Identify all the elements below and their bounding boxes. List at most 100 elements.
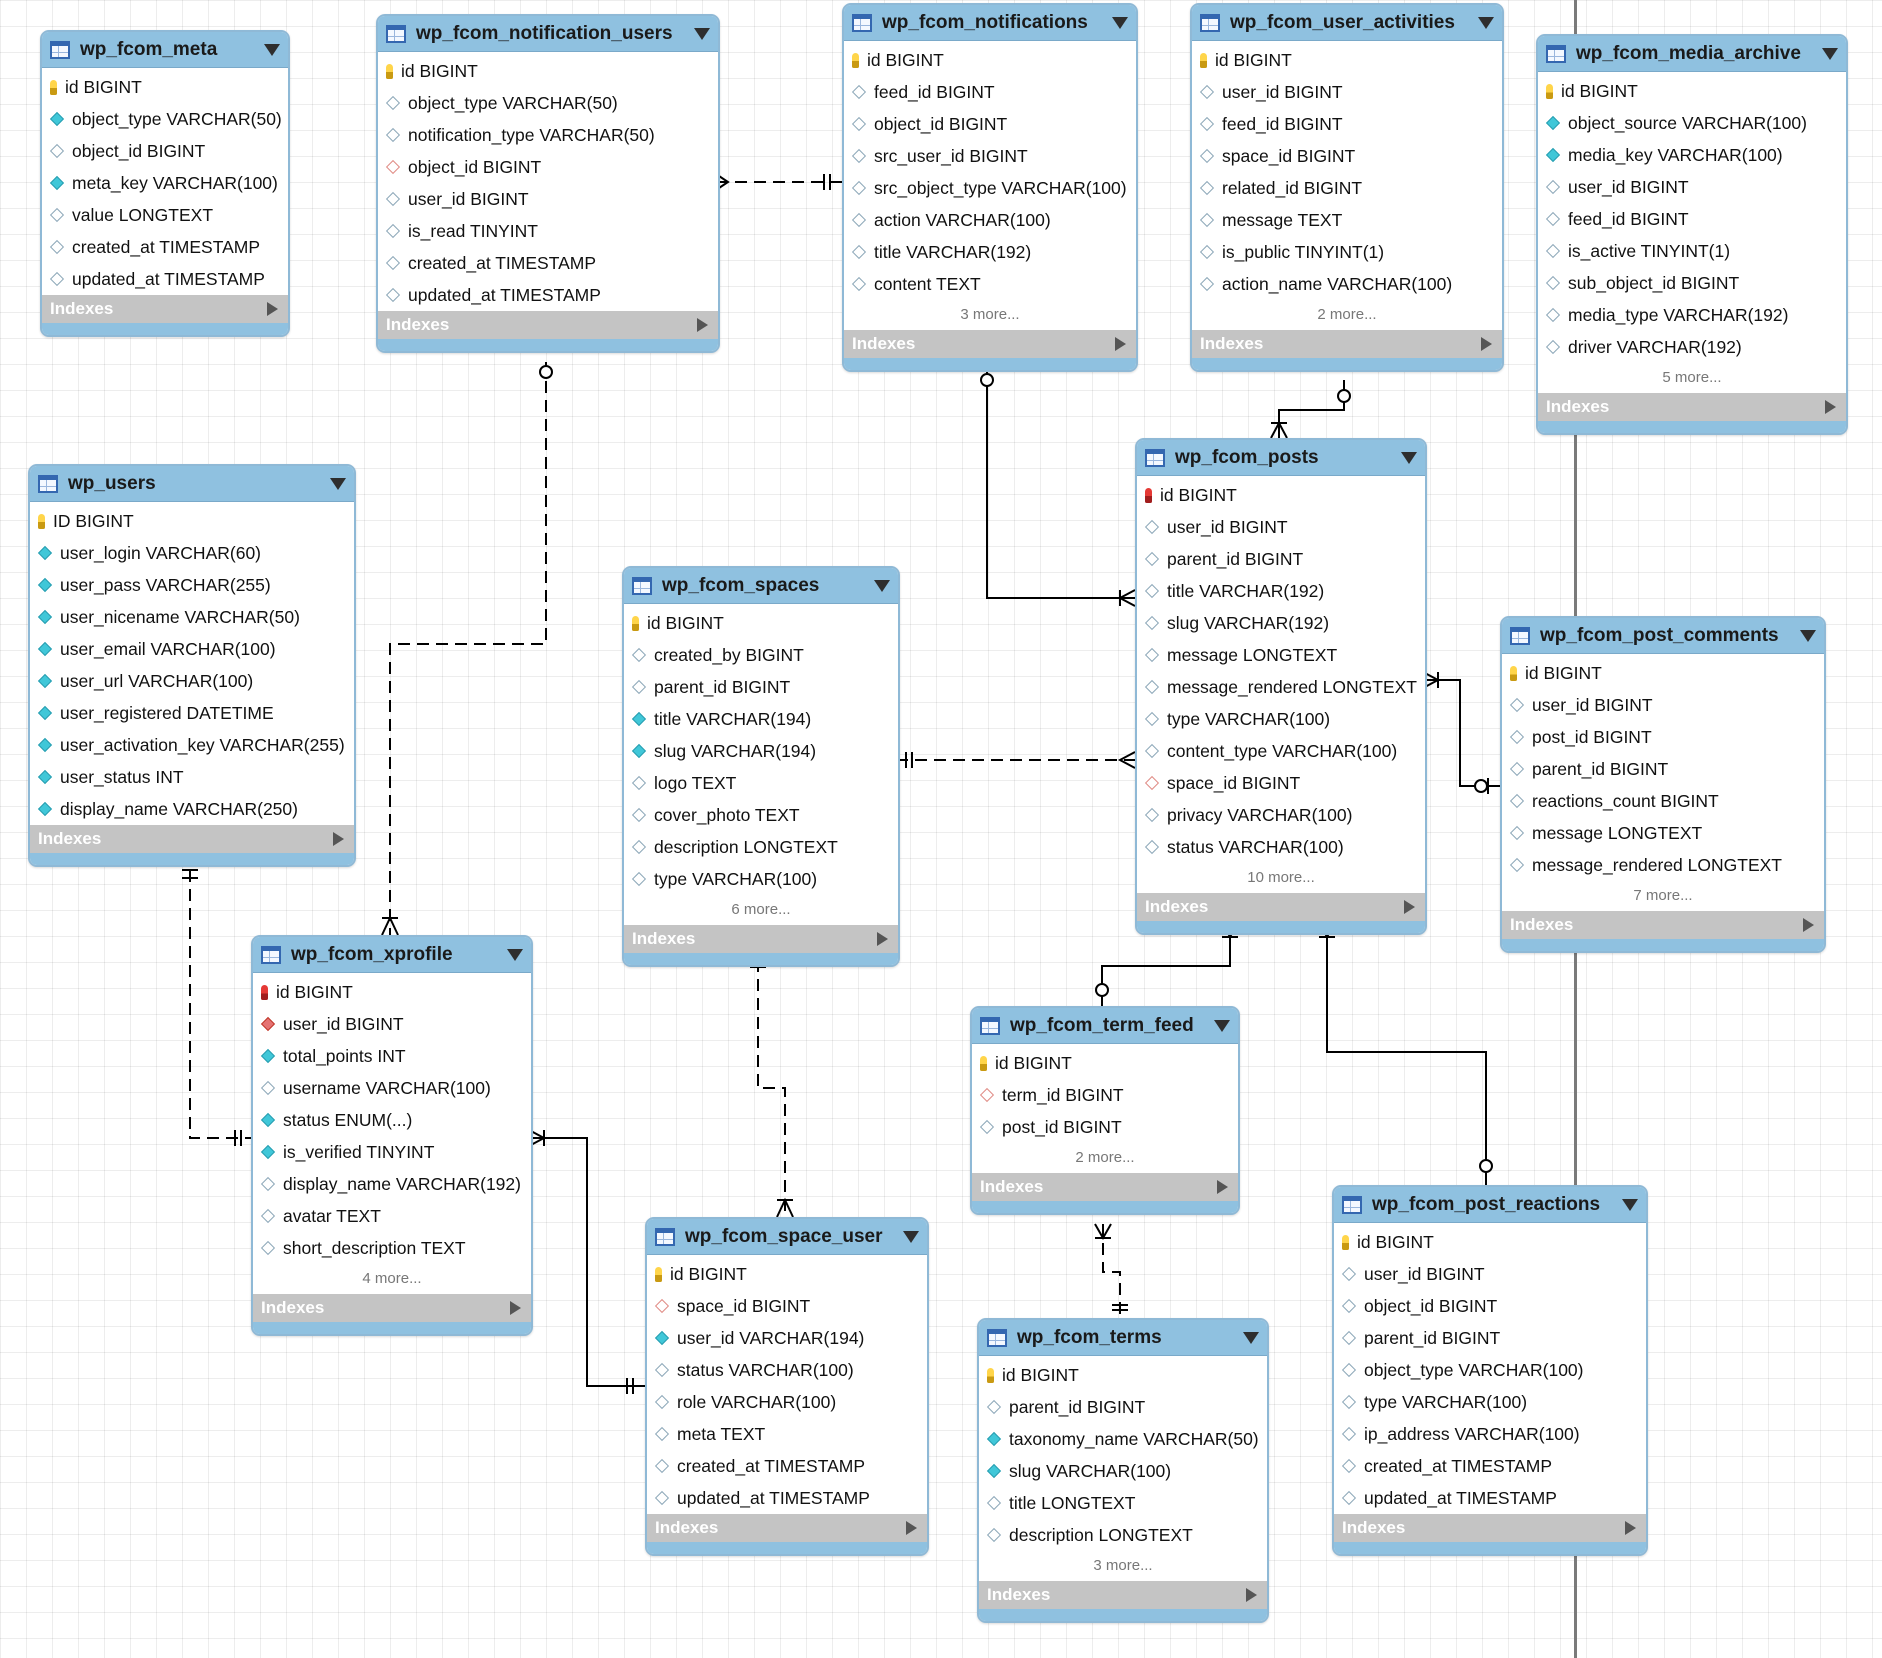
column-row[interactable]: user_registered DATETIME [30,697,354,729]
column-row[interactable]: parent_id BIGINT [1334,1322,1646,1354]
collapse-toggle-icon[interactable] [1800,629,1816,642]
table-header[interactable]: wp_users [30,466,354,502]
indexes-section[interactable]: Indexes [624,925,898,953]
more-columns-link[interactable]: 2 more... [1075,1149,1135,1166]
column-row[interactable]: is_public TINYINT(1) [1192,236,1502,268]
column-row[interactable]: logo TEXT [624,767,898,799]
column-row[interactable]: type VARCHAR(100) [1334,1386,1646,1418]
more-columns-link[interactable]: 5 more... [1662,369,1722,386]
collapse-toggle-icon[interactable] [1243,1331,1259,1344]
column-row[interactable]: total_points INT [253,1040,531,1072]
indexes-section[interactable]: Indexes [30,825,354,853]
column-row[interactable]: privacy VARCHAR(100) [1137,799,1425,831]
column-row[interactable]: object_id BIGINT [844,108,1136,140]
column-row[interactable]: type VARCHAR(100) [1137,703,1425,735]
collapse-toggle-icon[interactable] [1622,1198,1638,1211]
table-header[interactable]: wp_fcom_space_user [647,1219,927,1255]
column-row[interactable]: space_id BIGINT [647,1290,927,1322]
column-row[interactable]: user_id BIGINT [1137,511,1425,543]
column-row[interactable]: id BIGINT [1538,75,1846,107]
expand-arrow-icon[interactable] [333,832,344,846]
column-row[interactable]: type VARCHAR(100) [624,863,898,895]
column-row[interactable]: action_name VARCHAR(100) [1192,268,1502,300]
expand-arrow-icon[interactable] [267,302,278,316]
column-row[interactable]: user_id BIGINT [1502,689,1824,721]
indexes-section[interactable]: Indexes [1538,393,1846,421]
column-row[interactable]: user_nicename VARCHAR(50) [30,601,354,633]
column-row[interactable]: space_id BIGINT [1137,767,1425,799]
collapse-toggle-icon[interactable] [1822,47,1838,60]
indexes-section[interactable]: Indexes [647,1514,927,1542]
column-row[interactable]: status VARCHAR(100) [647,1354,927,1386]
indexes-section[interactable]: Indexes [1334,1514,1646,1542]
column-row[interactable]: user_id BIGINT [253,1008,531,1040]
column-row[interactable]: created_at TIMESTAMP [42,231,288,263]
table-header[interactable]: wp_fcom_term_feed [972,1008,1238,1044]
table-header[interactable]: wp_fcom_post_reactions [1334,1187,1646,1223]
column-row[interactable]: parent_id BIGINT [1137,543,1425,575]
column-row[interactable]: value LONGTEXT [42,199,288,231]
column-row[interactable]: id BIGINT [844,44,1136,76]
column-row[interactable]: driver VARCHAR(192) [1538,331,1846,363]
column-row[interactable]: role VARCHAR(100) [647,1386,927,1418]
expand-arrow-icon[interactable] [1115,337,1126,351]
expand-arrow-icon[interactable] [1246,1588,1257,1602]
expand-arrow-icon[interactable] [697,318,708,332]
collapse-toggle-icon[interactable] [874,579,890,592]
column-row[interactable]: updated_at TIMESTAMP [42,263,288,295]
column-row[interactable]: related_id BIGINT [1192,172,1502,204]
indexes-section[interactable]: Indexes [1137,893,1425,921]
column-row[interactable]: action VARCHAR(100) [844,204,1136,236]
column-row[interactable]: post_id BIGINT [1502,721,1824,753]
column-row[interactable]: object_id BIGINT [42,135,288,167]
column-row[interactable]: user_id BIGINT [1538,171,1846,203]
column-row[interactable]: user_id BIGINT [1334,1258,1646,1290]
expand-arrow-icon[interactable] [1825,400,1836,414]
column-row[interactable]: object_source VARCHAR(100) [1538,107,1846,139]
indexes-section[interactable]: Indexes [1192,330,1502,358]
column-row[interactable]: short_description TEXT [253,1232,531,1264]
column-row[interactable]: ID BIGINT [30,505,354,537]
expand-arrow-icon[interactable] [906,1521,917,1535]
more-columns-link[interactable]: 3 more... [960,306,1020,323]
indexes-section[interactable]: Indexes [979,1581,1267,1609]
indexes-section[interactable]: Indexes [1502,911,1824,939]
table-header[interactable]: wp_fcom_spaces [624,568,898,604]
column-row[interactable]: feed_id BIGINT [1192,108,1502,140]
collapse-toggle-icon[interactable] [1112,16,1128,29]
column-row[interactable]: created_at TIMESTAMP [647,1450,927,1482]
column-row[interactable]: id BIGINT [624,607,898,639]
column-row[interactable]: media_type VARCHAR(192) [1538,299,1846,331]
column-row[interactable]: slug VARCHAR(194) [624,735,898,767]
column-row[interactable]: user_activation_key VARCHAR(255) [30,729,354,761]
indexes-section[interactable]: Indexes [42,295,288,323]
column-row[interactable]: id BIGINT [647,1258,927,1290]
column-row[interactable]: user_pass VARCHAR(255) [30,569,354,601]
column-row[interactable]: parent_id BIGINT [979,1391,1267,1423]
column-row[interactable]: description LONGTEXT [979,1519,1267,1551]
table-header[interactable]: wp_fcom_meta [42,32,288,68]
column-row[interactable]: feed_id BIGINT [1538,203,1846,235]
column-row[interactable]: user_status INT [30,761,354,793]
expand-arrow-icon[interactable] [510,1301,521,1315]
column-row[interactable]: created_by BIGINT [624,639,898,671]
column-row[interactable]: sub_object_id BIGINT [1538,267,1846,299]
expand-arrow-icon[interactable] [1481,337,1492,351]
column-row[interactable]: updated_at TIMESTAMP [647,1482,927,1514]
expand-arrow-icon[interactable] [1404,900,1415,914]
expand-arrow-icon[interactable] [1803,918,1814,932]
more-columns-link[interactable]: 2 more... [1317,306,1377,323]
column-row[interactable]: description LONGTEXT [624,831,898,863]
column-row[interactable]: updated_at TIMESTAMP [378,279,718,311]
more-columns-link[interactable]: 4 more... [362,1270,422,1287]
column-row[interactable]: parent_id BIGINT [624,671,898,703]
collapse-toggle-icon[interactable] [264,43,280,56]
column-row[interactable]: object_type VARCHAR(50) [42,103,288,135]
column-row[interactable]: id BIGINT [1192,44,1502,76]
